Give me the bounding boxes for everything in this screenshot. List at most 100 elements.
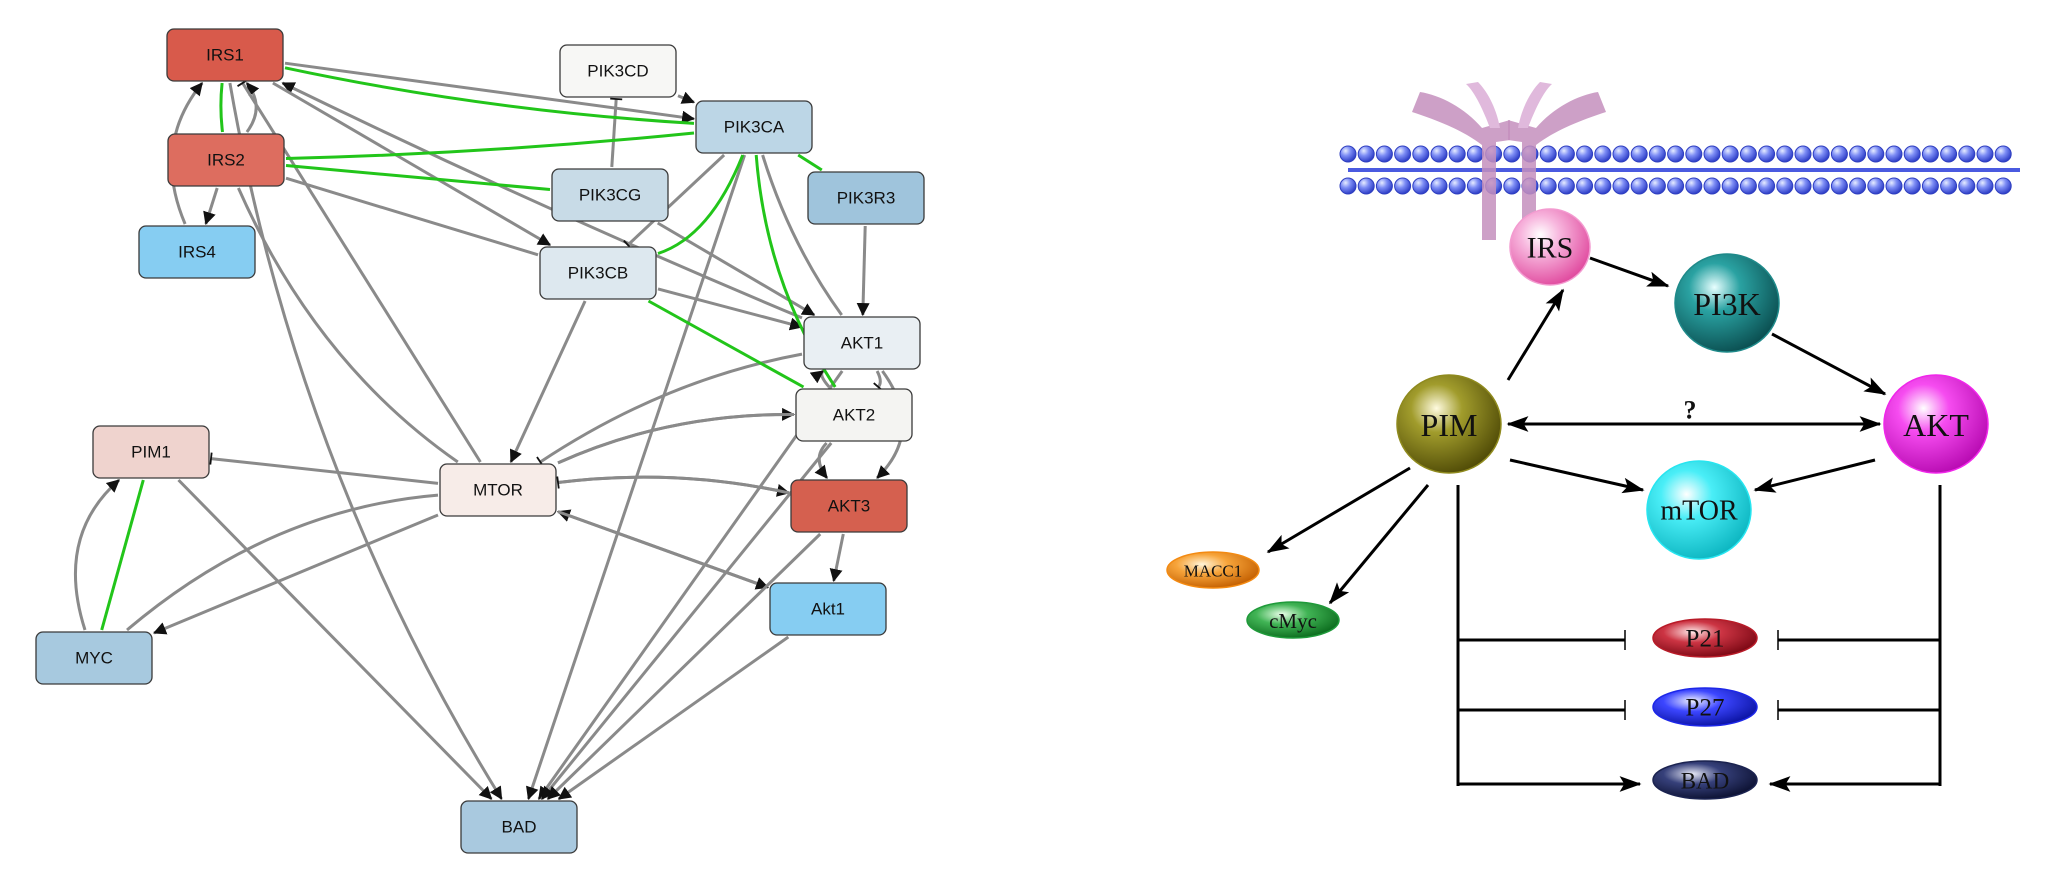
lipid-head (1448, 145, 1466, 163)
node-label: MYC (75, 649, 113, 668)
lipid-head (1703, 177, 1721, 195)
node-label: Akt1 (811, 600, 845, 619)
node-label: PIM1 (131, 443, 171, 462)
edge-irs2-irs4 (203, 187, 219, 226)
edge-mtor-akt2 (557, 407, 796, 465)
lipid-head (1685, 177, 1703, 195)
lipid-head (1685, 145, 1703, 163)
lipid-head (1758, 177, 1776, 195)
lipid-head (1339, 145, 1357, 163)
node-irs2[interactable]: IRS2 (167, 133, 285, 187)
lipid-head (1430, 177, 1448, 195)
lipid-head (1648, 177, 1666, 195)
node-bad[interactable]: BAD (460, 800, 578, 854)
pathway-node-macc1[interactable]: MACC1 (1166, 551, 1260, 589)
lipid-head (1576, 177, 1594, 195)
lipid-head (1830, 177, 1848, 195)
pathway-node-irs[interactable]: IRS (1509, 208, 1591, 286)
lipid-head (1849, 177, 1867, 195)
pathway-node-pim[interactable]: PIM (1396, 374, 1502, 474)
interaction-pik3ca-pik3cb (657, 154, 745, 255)
pathway-node-shape (1246, 601, 1340, 639)
node-mtor[interactable]: MTOR (439, 463, 557, 517)
pathway-node-bad[interactable]: BAD (1652, 760, 1758, 800)
node-pik3cg[interactable]: PIK3CG (551, 168, 669, 222)
edge-irs1-pik3cb (272, 81, 552, 247)
node-myc[interactable]: MYC (35, 631, 153, 685)
lipid-head (1630, 145, 1648, 163)
edge-pik3cd-pik3ca (677, 91, 696, 104)
node-akt2[interactable]: AKT2 (795, 388, 913, 442)
pathway-node-p21[interactable]: P21 (1652, 618, 1758, 658)
lipid-head (1921, 177, 1939, 195)
edge-pik3cb-akt1 (657, 287, 804, 331)
pathway-node-mtor[interactable]: mTOR (1646, 460, 1752, 560)
pathway-node-p27[interactable]: P27 (1652, 687, 1758, 727)
lipid-head (1375, 145, 1393, 163)
lipid-head (1612, 145, 1630, 163)
lipid-head (1394, 145, 1412, 163)
edge-myc-mtor (126, 493, 439, 632)
pathway-node-label: mTOR (1660, 496, 1738, 527)
node-pim1[interactable]: PIM1 (92, 425, 210, 479)
interaction-irs1-pik3ca (284, 66, 695, 125)
pathway-node-shape (1883, 374, 1989, 474)
lipid-head (1721, 145, 1739, 163)
node-akt1[interactable]: AKT1 (803, 316, 921, 370)
node-box (795, 388, 913, 442)
node-pik3r3[interactable]: PIK3R3 (807, 171, 925, 225)
lipid-head (1976, 177, 1994, 195)
lipid-head (1885, 145, 1903, 163)
node-irs1[interactable]: IRS1 (166, 28, 284, 82)
lipid-head (1503, 145, 1521, 163)
node-label: IRS4 (178, 243, 216, 262)
node-box (803, 316, 921, 370)
pathway-node-pi3k[interactable]: PI3K (1674, 253, 1780, 353)
lipid-head (1994, 145, 2012, 163)
arrow-pi3k-akt (1771, 332, 1887, 396)
pathway-node-cmyc[interactable]: cMyc (1246, 601, 1340, 639)
lipid-head (1976, 145, 1994, 163)
interaction-irs2-pik3ca (285, 131, 695, 160)
lipid-head (1794, 145, 1812, 163)
node-irs4[interactable]: IRS4 (138, 225, 256, 279)
edge-akt1-akt2 (873, 370, 884, 392)
arrow-irs-pi3k (1589, 256, 1670, 288)
lipid-head (1412, 177, 1430, 195)
lipid-head (1776, 145, 1794, 163)
arrow-pim-macc1 (1266, 466, 1411, 554)
lipid-head (1776, 177, 1794, 195)
lipid-head (1721, 177, 1739, 195)
pathway-node-shape (1652, 618, 1758, 658)
interaction-pik3cb-akt2 (647, 299, 805, 389)
node-pik3ca[interactable]: PIK3CA (695, 100, 813, 154)
lipid-head (1630, 177, 1648, 195)
edge-akt1-mtor (536, 352, 803, 468)
lipid-head (1594, 145, 1612, 163)
node-pik3cb[interactable]: PIK3CB (539, 246, 657, 300)
pathway-node-shape (1652, 760, 1758, 800)
arrow-pim-irs (1506, 288, 1565, 381)
interaction-pim1-myc (100, 479, 145, 631)
edge-mtor-akt1 (557, 510, 770, 590)
arrow-pim-mtor (1509, 458, 1645, 494)
edge-akt2-akt3 (814, 441, 829, 479)
node-akt1[interactable]: Akt1 (769, 582, 887, 636)
lipid-head (1867, 177, 1885, 195)
lipid-head (1758, 145, 1776, 163)
edge-myc-pim1 (74, 478, 121, 631)
node-label: IRS2 (207, 151, 245, 170)
pathway-edges (1266, 256, 1942, 792)
pathway-node-akt[interactable]: AKT (1883, 374, 1989, 474)
pathway-node-label: PIM (1421, 407, 1478, 443)
cell-membrane (1339, 145, 2020, 195)
lipid-head (1557, 177, 1575, 195)
node-akt3[interactable]: AKT3 (790, 479, 908, 533)
lipid-head (1830, 145, 1848, 163)
node-pik3cd[interactable]: PIK3CD (559, 44, 677, 98)
lipid-head (1812, 145, 1830, 163)
node-box (539, 246, 657, 300)
lipid-head (1357, 177, 1375, 195)
